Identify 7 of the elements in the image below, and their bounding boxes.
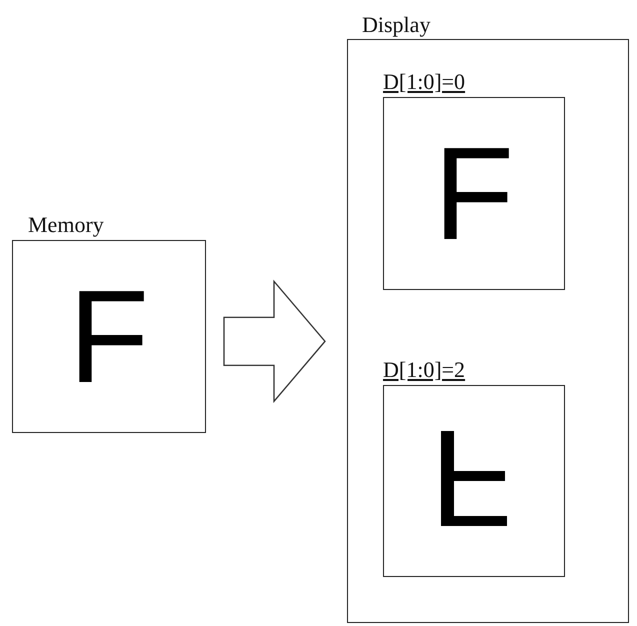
heading-label: D[1:0]=0 <box>383 69 466 95</box>
heading-label: Memory <box>28 212 104 238</box>
letter: F <box>434 128 514 260</box>
heading-label: Display <box>362 12 430 38</box>
heading-label: D[1:0]=2 <box>383 357 466 383</box>
block-arrow <box>223 280 326 404</box>
letter: F <box>68 270 150 402</box>
